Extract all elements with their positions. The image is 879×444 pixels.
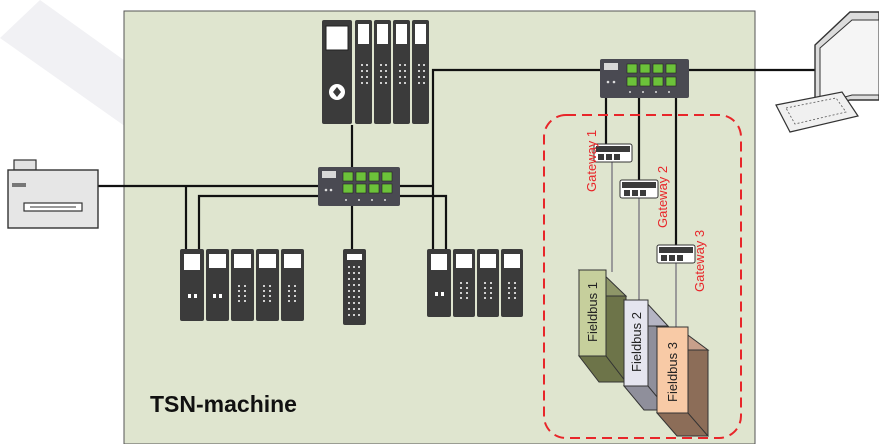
fieldbus-1-label: Fieldbus 1	[585, 282, 600, 342]
io-station-right	[427, 249, 523, 317]
gateway-3-device	[656, 244, 696, 264]
pc-icon	[775, 11, 879, 133]
printer-icon	[7, 159, 99, 229]
gateway-uplinks	[604, 98, 678, 245]
gateway-2-device	[619, 179, 659, 199]
gateway-3-label: Gateway 3	[692, 230, 707, 292]
fieldbus-2-label: Fieldbus 2	[629, 312, 644, 372]
tsn-switch-center	[318, 167, 400, 206]
gateway-1-label: Gateway 1	[584, 130, 599, 192]
tsn-switch-upper	[600, 59, 689, 98]
controller-plc	[322, 20, 429, 124]
io-station-left	[180, 249, 304, 321]
gateway-fieldbus-region	[543, 114, 742, 439]
fieldbus-links	[611, 162, 677, 327]
gateway-1-device	[593, 143, 633, 163]
fieldbus-3-label: Fieldbus 3	[665, 342, 680, 402]
io-module-middle	[343, 249, 366, 325]
fieldbus-1-block	[577, 269, 628, 383]
fieldbus-3-block	[655, 326, 710, 437]
machine-title: TSN-machine	[150, 391, 297, 417]
gateway-2-label: Gateway 2	[655, 166, 670, 228]
ethernet-links	[98, 68, 818, 249]
